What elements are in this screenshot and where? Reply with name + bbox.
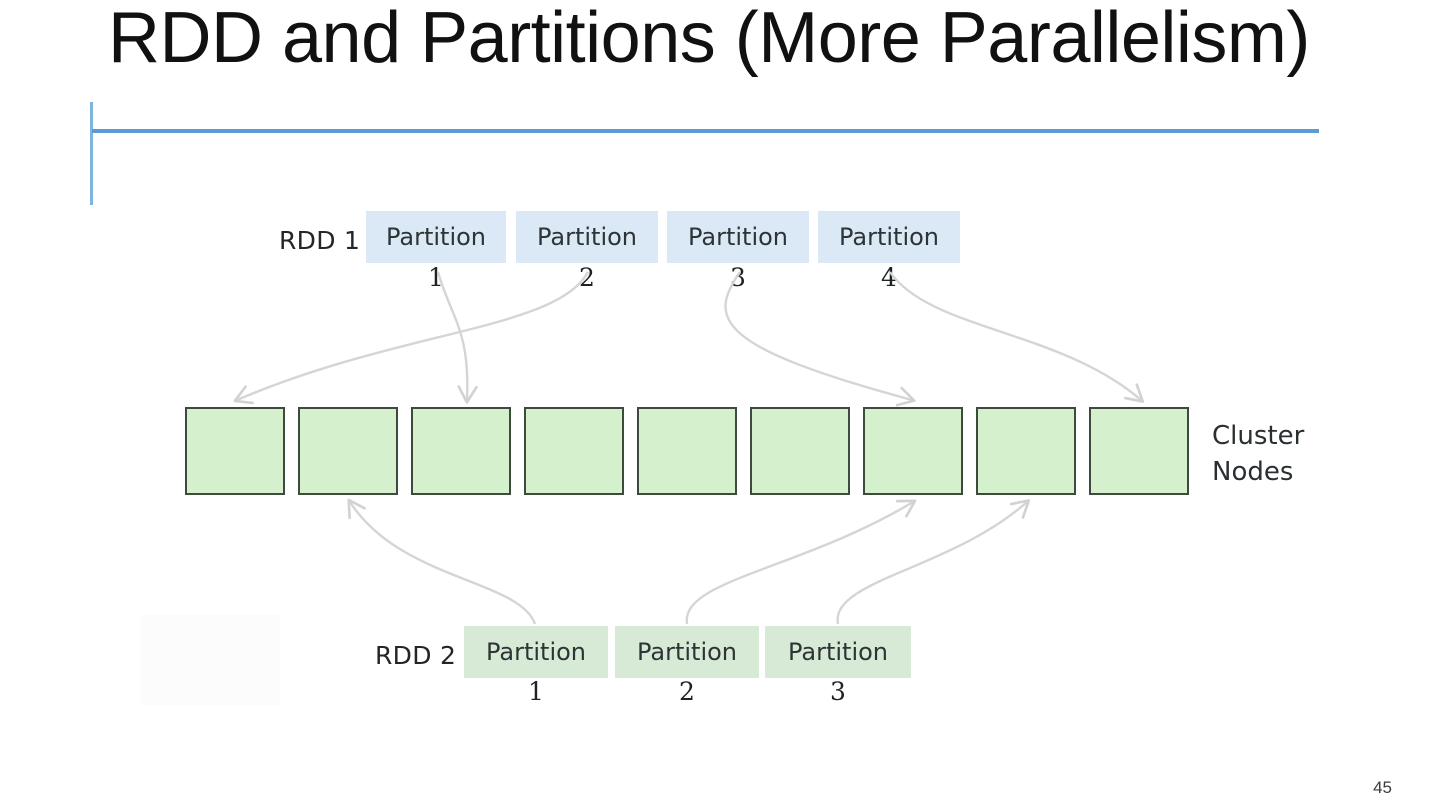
- cluster-node-7[interactable]: [863, 407, 963, 495]
- cluster-node-1[interactable]: [185, 407, 285, 495]
- cluster-node-9[interactable]: [1089, 407, 1189, 495]
- cluster-node-5[interactable]: [637, 407, 737, 495]
- cluster-node-3[interactable]: [411, 407, 511, 495]
- background-watermark: [140, 615, 280, 705]
- page-number: 45: [1373, 778, 1392, 797]
- rdd2-partition-3[interactable]: Partition: [765, 626, 911, 678]
- cluster-node-8[interactable]: [976, 407, 1076, 495]
- rdd1-label: RDD 1: [279, 226, 361, 255]
- page-title: RDD and Partitions (More Parallelism): [108, 0, 1310, 78]
- rdd1-partition-1[interactable]: Partition: [366, 211, 506, 263]
- rdd2-partition-1-number: 1: [528, 677, 544, 706]
- rdd1-partition-2-number: 2: [579, 263, 595, 292]
- rdd1-partition-3[interactable]: Partition: [667, 211, 809, 263]
- rdd2-label: RDD 2: [375, 641, 457, 670]
- rdd2-partition-3-number: 3: [830, 677, 846, 706]
- rdd2-partition-1[interactable]: Partition: [464, 626, 608, 678]
- cluster-node-2[interactable]: [298, 407, 398, 495]
- rdd2-partition-2[interactable]: Partition: [615, 626, 759, 678]
- title-underline-rule: [92, 129, 1319, 133]
- rdd1-partition-4-number: 4: [881, 263, 897, 292]
- title-accent-vertical-rule: [90, 102, 93, 205]
- cluster-node-4[interactable]: [524, 407, 624, 495]
- rdd1-partition-3-number: 3: [730, 263, 746, 292]
- rdd1-partition-2[interactable]: Partition: [516, 211, 658, 263]
- cluster-node-6[interactable]: [750, 407, 850, 495]
- rdd2-partition-2-number: 2: [679, 677, 695, 706]
- rdd1-partition-4[interactable]: Partition: [818, 211, 960, 263]
- rdd1-partition-1-number: 1: [428, 263, 444, 292]
- cluster-nodes-label: Cluster Nodes: [1212, 421, 1305, 487]
